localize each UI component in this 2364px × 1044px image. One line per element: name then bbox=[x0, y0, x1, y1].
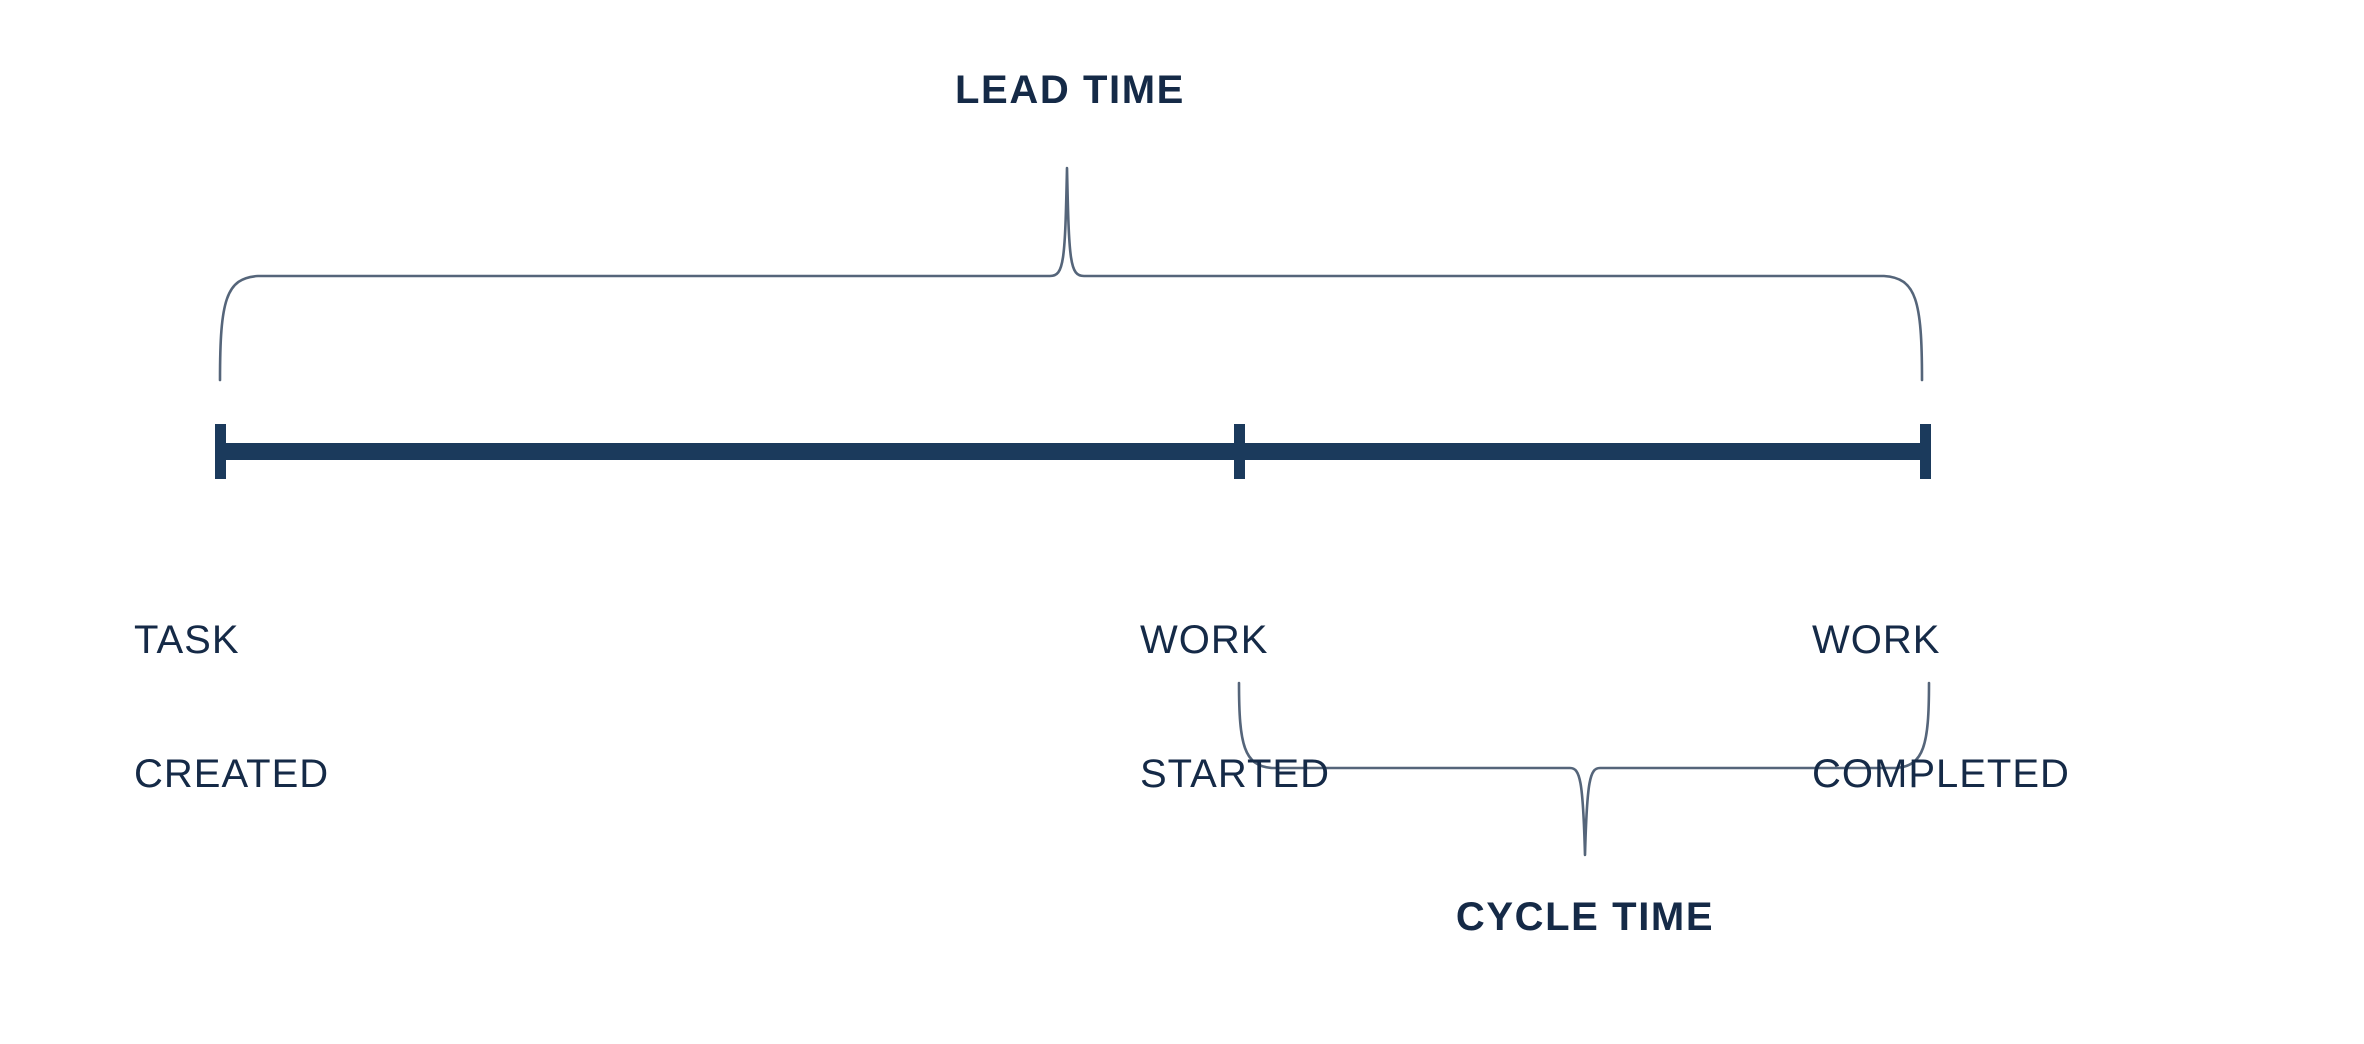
milestone-line-1: TASK bbox=[134, 617, 240, 662]
milestone-label-task-created: TASK CREATED bbox=[134, 528, 329, 886]
milestone-line-1: WORK bbox=[1812, 617, 1941, 662]
milestone-label-work-started: WORK STARTED bbox=[1140, 528, 1330, 886]
timeline-tick-work-started bbox=[1234, 424, 1245, 479]
timeline-bar bbox=[215, 443, 1931, 460]
milestone-line-2: CREATED bbox=[134, 751, 330, 796]
milestone-line-2: COMPLETED bbox=[1812, 751, 2070, 796]
lead-time-title: LEAD TIME bbox=[955, 68, 1185, 112]
cycle-time-title: CYCLE TIME bbox=[1455, 895, 1715, 939]
timeline-tick-work-completed bbox=[1920, 424, 1931, 479]
milestone-line-2: STARTED bbox=[1140, 751, 1330, 796]
timeline-tick-task-created bbox=[215, 424, 226, 479]
milestone-line-1: WORK bbox=[1140, 617, 1269, 662]
milestone-label-work-completed: WORK COMPLETED bbox=[1812, 528, 2070, 886]
lead-time-brace bbox=[218, 166, 1924, 382]
